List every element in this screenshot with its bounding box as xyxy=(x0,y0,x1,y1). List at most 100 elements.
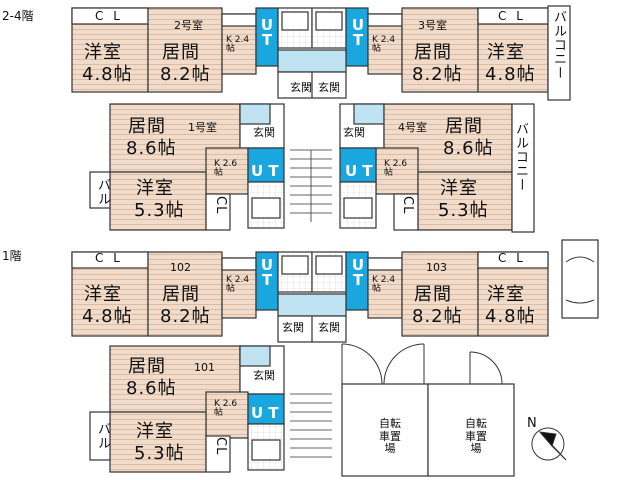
bathtub xyxy=(281,255,309,275)
room-size: 8.6帖 xyxy=(126,138,177,159)
compass-ring xyxy=(531,427,565,461)
closet-label: CL xyxy=(213,196,228,215)
bathtub xyxy=(251,197,281,219)
bath-label: U T xyxy=(251,162,279,180)
kitchen-label: K 2.6帖 xyxy=(214,399,238,418)
unit-number: 2号室 xyxy=(174,19,203,32)
room-size: 5.3帖 xyxy=(134,200,185,221)
room-size: 4.8帖 xyxy=(485,306,536,327)
bathtub xyxy=(281,11,309,31)
door-swing xyxy=(469,351,503,385)
closet xyxy=(205,435,231,473)
floor-label-first: 1階 xyxy=(2,249,22,263)
kitchen-counter xyxy=(221,257,257,271)
room-name: 洋室 xyxy=(440,178,478,199)
entrance-label: 玄関 xyxy=(318,321,340,334)
unit-number: 1号室 xyxy=(188,121,217,134)
bathtub xyxy=(315,11,343,31)
closet xyxy=(477,251,549,269)
room-name: 居間 xyxy=(414,284,452,305)
room-name: 洋室 xyxy=(84,42,122,63)
toilet xyxy=(353,103,385,125)
closet xyxy=(205,193,231,231)
kitchen xyxy=(375,147,419,195)
kitchen-counter xyxy=(367,13,403,27)
room-name: 居間 xyxy=(162,284,200,305)
bathtub xyxy=(251,439,281,461)
balcony xyxy=(89,411,111,461)
compass-needle-half xyxy=(538,431,557,447)
floor-label-upper: 2-4階 xyxy=(2,9,34,23)
entrance-label: 玄関 xyxy=(282,321,304,334)
unit-number: 103 xyxy=(426,261,447,274)
kitchen-label: K 2.4帖 xyxy=(226,35,250,54)
door-swing xyxy=(383,343,425,385)
entrance-label: 玄関 xyxy=(318,81,340,94)
room-name: 居間 xyxy=(162,42,200,63)
compass-north-label: N xyxy=(527,416,537,431)
bicycle-parking-label: 自転車置場 xyxy=(379,417,401,456)
room-size: 8.2帖 xyxy=(412,64,463,85)
closet-label: CL xyxy=(400,196,415,215)
kitchen-label: K 2.4帖 xyxy=(226,275,250,294)
kitchen xyxy=(205,147,249,195)
compass-icon xyxy=(531,427,567,461)
kitchen-label: K 2.4帖 xyxy=(372,35,396,54)
kitchen-label: K 2.4帖 xyxy=(372,275,396,294)
room-size: 8.6帖 xyxy=(443,138,494,159)
door-swing xyxy=(341,343,383,385)
kitchen-label: K 2.6帖 xyxy=(384,159,408,178)
bath-label: U T xyxy=(260,16,274,49)
room-name: 洋室 xyxy=(136,421,174,442)
room-size: 4.8帖 xyxy=(82,306,133,327)
toilet xyxy=(239,345,271,367)
bath-label: U T xyxy=(345,162,373,180)
bicycle-parking xyxy=(427,383,515,477)
room-name: 洋室 xyxy=(136,178,174,199)
bicycle-parking xyxy=(341,383,429,477)
kitchen xyxy=(205,391,249,439)
closet-label: C L xyxy=(498,9,526,23)
bath-label: U T xyxy=(351,16,365,49)
living-room xyxy=(147,251,223,337)
bicycle-parking-label: 自転車置場 xyxy=(465,417,487,456)
western-room xyxy=(109,171,207,231)
room-size: 5.3帖 xyxy=(134,443,185,464)
balcony xyxy=(89,171,111,209)
room-name: 居間 xyxy=(128,356,166,377)
room-name: 居間 xyxy=(128,116,166,137)
entrance-label: 玄関 xyxy=(253,369,275,382)
room-size: 8.2帖 xyxy=(412,306,463,327)
bath-label: U T xyxy=(251,404,279,422)
kitchen-counter xyxy=(367,257,403,271)
balcony-label: バルコニー xyxy=(551,10,566,80)
unit-number: 101 xyxy=(194,361,215,374)
unit-number: 4号室 xyxy=(398,121,427,134)
entrance-label: 玄関 xyxy=(253,126,275,139)
parking-car xyxy=(561,239,599,319)
bathtub xyxy=(343,197,373,219)
room-size: 8.6帖 xyxy=(126,378,177,399)
room-name: 洋室 xyxy=(84,284,122,305)
toilet xyxy=(239,103,271,125)
entrance-label: 玄関 xyxy=(290,81,312,94)
car-windshield xyxy=(565,256,595,263)
balcony xyxy=(547,5,571,101)
balcony-label: バル xyxy=(95,178,110,206)
living-room xyxy=(401,251,479,337)
bathtub xyxy=(315,255,343,275)
living-room xyxy=(147,7,223,93)
room-name: 洋室 xyxy=(487,42,525,63)
room-size: 4.8帖 xyxy=(82,64,133,85)
room-size: 8.2帖 xyxy=(160,306,211,327)
bath-label: U T xyxy=(260,256,274,289)
toilet-area xyxy=(277,293,347,317)
bath-label: U T xyxy=(351,256,365,289)
bath-area xyxy=(247,147,285,183)
car-rear-window xyxy=(565,299,595,304)
unit-number: 102 xyxy=(170,261,191,274)
room-name: 居間 xyxy=(414,42,452,63)
balcony-label: バル xyxy=(95,422,110,450)
